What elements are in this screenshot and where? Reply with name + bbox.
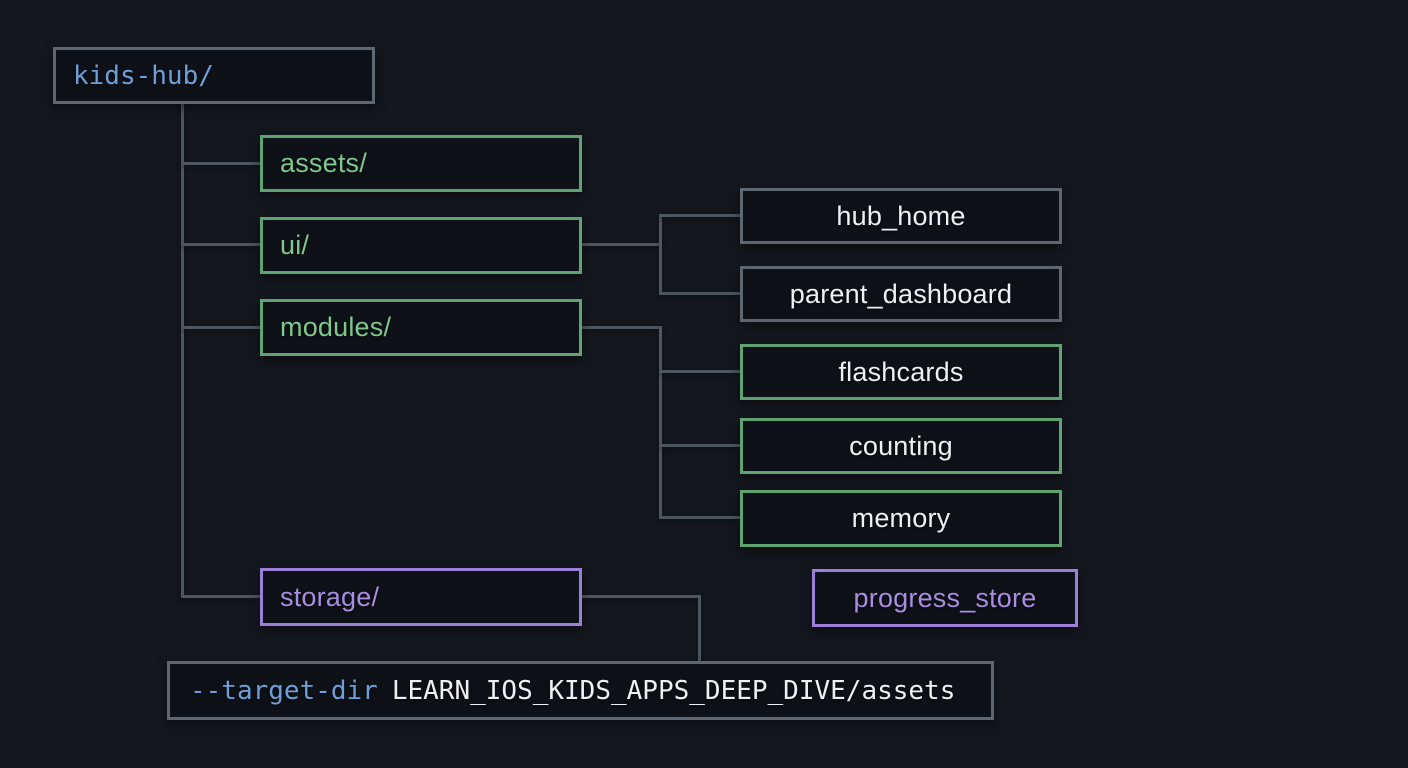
connector-modules-horizontal (582, 326, 662, 329)
connector-branch-memory (659, 516, 740, 519)
node-progress-store: progress_store (812, 569, 1078, 627)
connector-ui-horizontal (582, 243, 662, 246)
node-kids-hub-label: kids-hub/ (73, 60, 214, 91)
connector-branch-counting (659, 444, 740, 447)
node-hub-home: hub_home (740, 188, 1062, 244)
connector-branch-storage (181, 595, 260, 598)
node-counting: counting (740, 418, 1062, 474)
node-parent-dashboard-label: parent_dashboard (789, 278, 1013, 309)
node-ui-folder: ui/ (260, 217, 582, 274)
command-path: LEARN_IOS_KIDS_APPS_DEEP_DIVE/assets (391, 675, 956, 706)
node-memory: memory (740, 490, 1062, 547)
node-ui-label: ui/ (280, 230, 310, 260)
connector-ui-children-vertical (659, 214, 662, 295)
connector-branch-hub-home (659, 214, 740, 217)
command-flag: --target-dir (190, 675, 378, 706)
node-assets-label: assets/ (280, 148, 367, 178)
node-parent-dashboard: parent_dashboard (740, 266, 1062, 322)
node-progress-store-label: progress_store (853, 582, 1037, 613)
connector-branch-assets (181, 162, 260, 165)
command-target-dir-box: --target-dir LEARN_IOS_KIDS_APPS_DEEP_DI… (167, 661, 994, 720)
connector-storage-to-command (698, 595, 701, 661)
node-modules-folder: modules/ (260, 299, 582, 356)
connector-trunk-vertical (181, 104, 184, 598)
node-storage-folder: storage/ (260, 568, 582, 626)
node-kids-hub-root: kids-hub/ (53, 47, 375, 104)
node-hub-home-label: hub_home (836, 200, 966, 231)
node-modules-label: modules/ (280, 312, 392, 342)
node-counting-label: counting (849, 430, 953, 461)
connector-modules-children-vertical (659, 326, 662, 519)
node-flashcards: flashcards (740, 344, 1062, 400)
node-flashcards-label: flashcards (838, 356, 964, 387)
connector-branch-ui (181, 243, 260, 246)
connector-branch-modules (181, 326, 260, 329)
node-storage-label: storage/ (280, 581, 380, 612)
connector-storage-horizontal (582, 595, 701, 598)
node-memory-label: memory (851, 503, 951, 533)
connector-branch-parent-dashboard (659, 292, 740, 295)
connector-branch-flashcards (659, 370, 740, 373)
node-assets-folder: assets/ (260, 135, 582, 192)
